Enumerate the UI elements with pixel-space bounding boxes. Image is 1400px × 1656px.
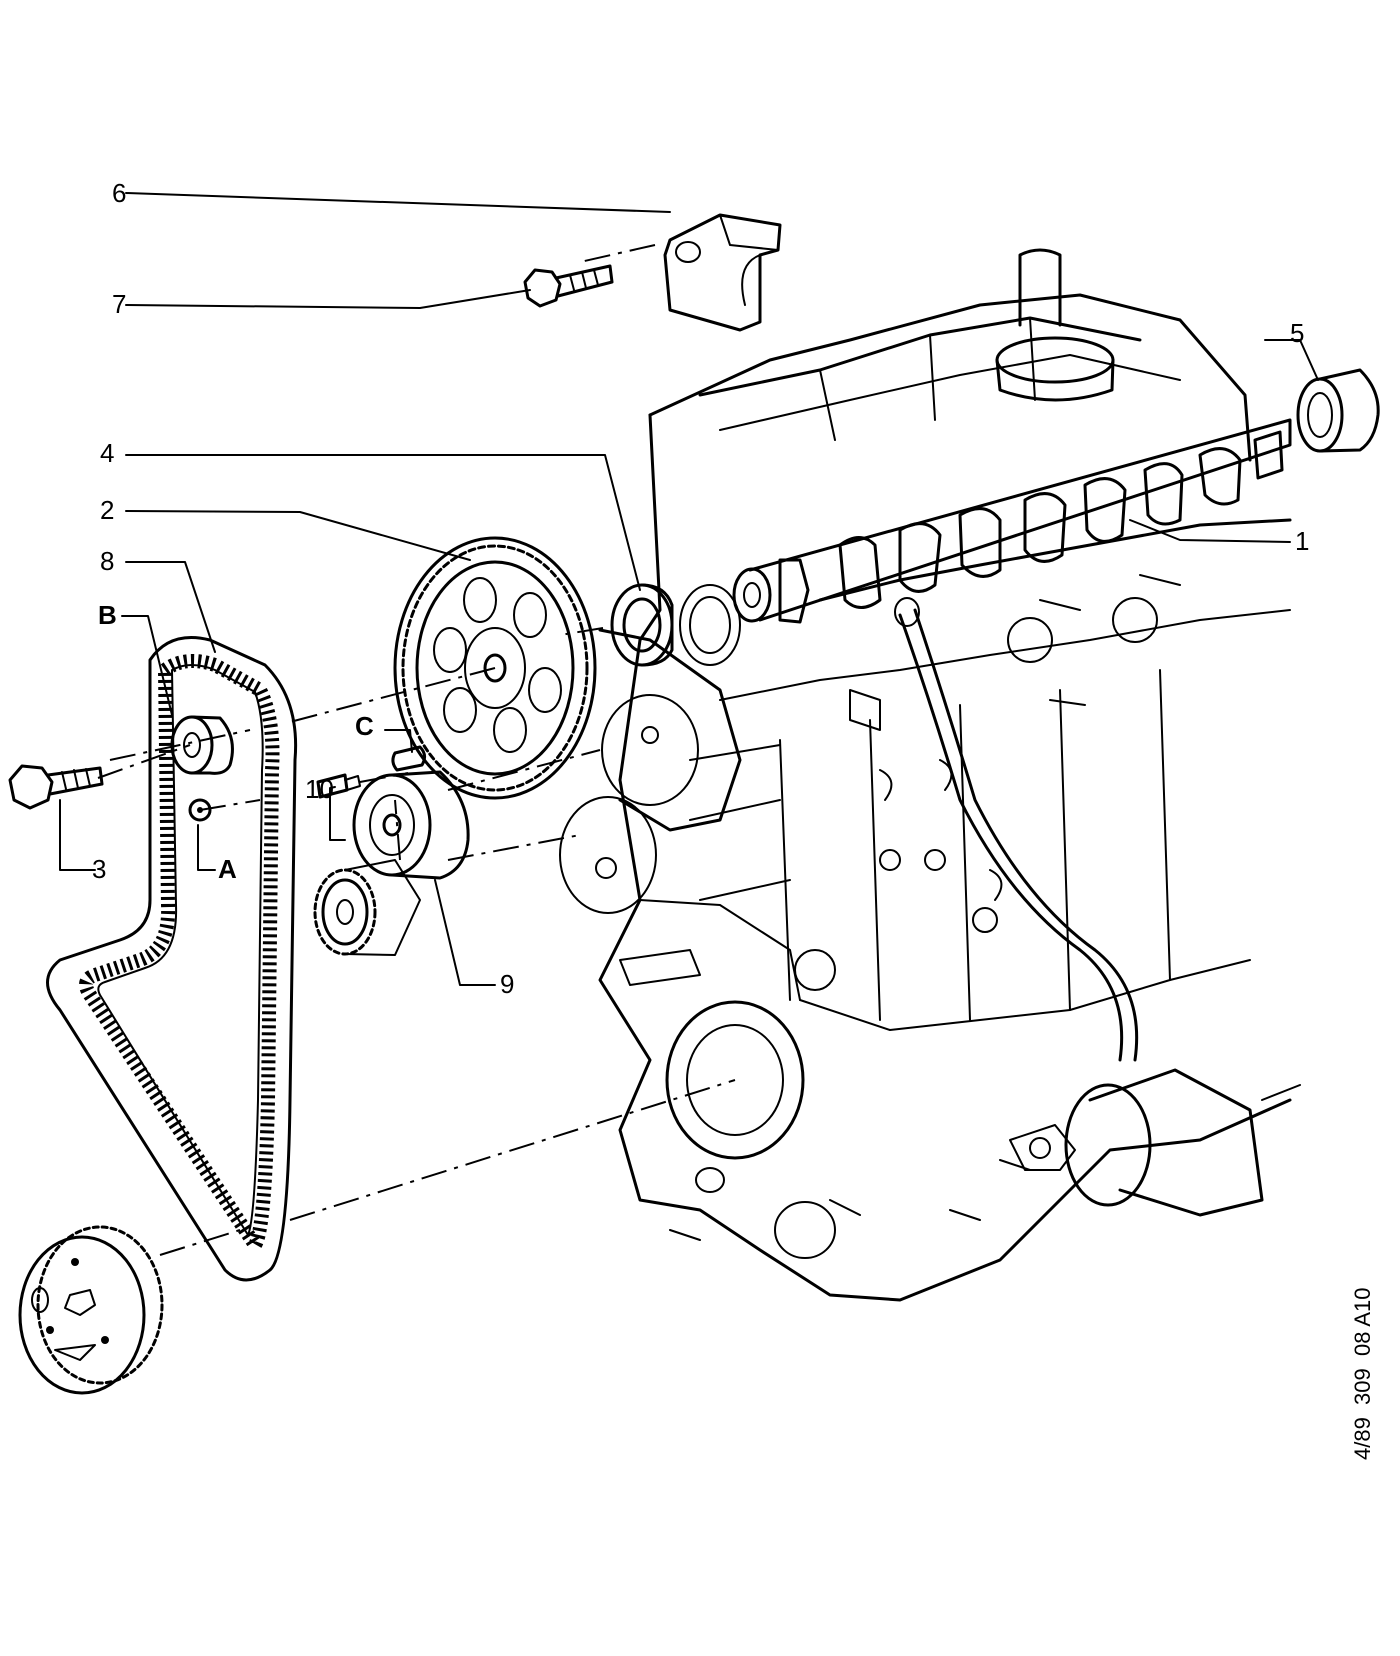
camshaft-sprocket: [393, 536, 597, 800]
label-c: C: [355, 711, 374, 741]
leader-lines: [59, 192, 1319, 986]
assembly-lines: [97, 244, 736, 1256]
label-1: 1: [1295, 526, 1309, 556]
crankshaft-pulley: [18, 1225, 164, 1395]
label-10: 10: [305, 774, 334, 804]
label-6: 6: [112, 178, 126, 208]
label-5: 5: [1290, 318, 1304, 348]
label-4: 4: [100, 438, 114, 468]
label-8: 8: [100, 546, 114, 576]
camshaft: [732, 418, 1292, 624]
idler-bolt: [8, 764, 104, 810]
idler-pulley: [170, 715, 234, 775]
bracket: [663, 213, 782, 332]
dowel-pin: [391, 745, 427, 772]
camshaft-plug: [1296, 368, 1380, 453]
label-a: A: [218, 854, 237, 884]
label-7: 7: [112, 289, 126, 319]
timing-belt: [46, 636, 298, 1282]
oil-seal: [610, 583, 741, 667]
drawing-reference: 4/89 309 08 A10: [1350, 1288, 1375, 1461]
callout-labels: 6 7 5 4 2 1 8 B C 10 3 A 9: [92, 178, 1309, 999]
label-3: 3: [92, 854, 106, 884]
pump-sprocket: [313, 859, 421, 956]
engine-block: [559, 248, 1301, 1302]
label-2: 2: [100, 495, 114, 525]
tensioner: [352, 770, 470, 880]
stud: [316, 773, 361, 799]
label-9: 9: [500, 969, 514, 999]
label-b: B: [98, 600, 117, 630]
bracket-bolt: [523, 264, 614, 308]
